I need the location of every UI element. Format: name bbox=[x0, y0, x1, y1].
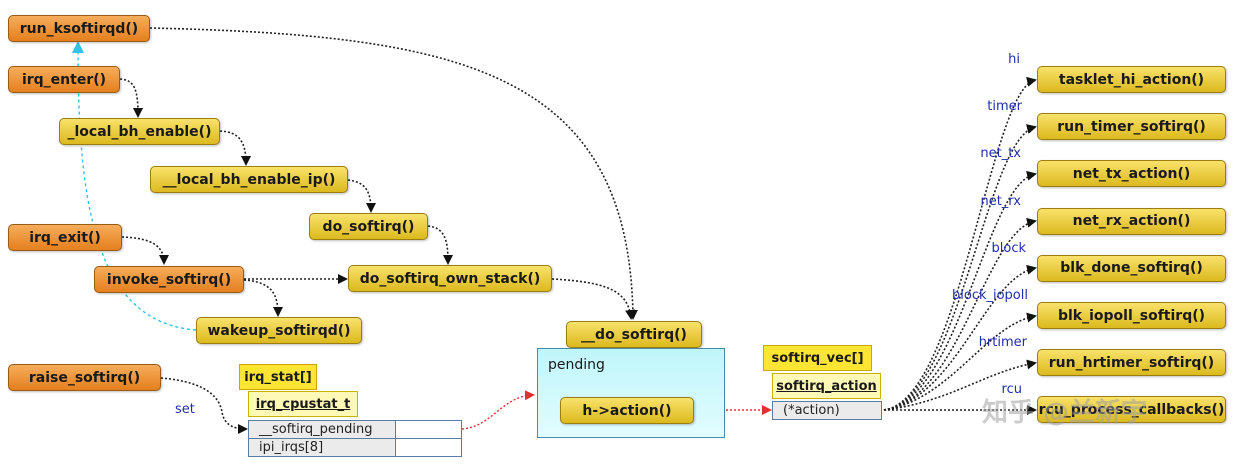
handler-node-block-iopoll: blk_iopoll_softirq() bbox=[1037, 302, 1226, 329]
softirq-vec-tag: softirq_vec[] bbox=[763, 345, 872, 371]
watermark: 知乎 @兰新宇 bbox=[982, 398, 1148, 428]
edge-action-to-net-rx bbox=[883, 217, 1037, 411]
node-local-bh-enable-ip: __local_bh_enable_ip() bbox=[150, 166, 348, 193]
pending-container: pending bbox=[537, 348, 725, 438]
handler-node-net-tx: net_tx_action() bbox=[1037, 160, 1226, 188]
node-h-action: h->action() bbox=[560, 397, 694, 424]
edge-wakeup-to-run-ksoftirqd bbox=[72, 41, 197, 331]
node-wakeup-softirqd: wakeup_softirqd() bbox=[196, 317, 362, 344]
handler-node-hi: tasklet_hi_action() bbox=[1037, 66, 1226, 93]
edge-pending-to-do-softirq bbox=[461, 390, 535, 430]
edge-raise-to-pending bbox=[160, 377, 248, 434]
edge-action-to-timer bbox=[883, 124, 1037, 411]
pending-title: pending bbox=[548, 357, 605, 373]
node-raise-softirq: raise_softirq() bbox=[8, 364, 161, 391]
edge-invoke-to-wakeup bbox=[243, 279, 283, 317]
node-local-bh-enable: _local_bh_enable() bbox=[59, 118, 220, 145]
edge-do-softirq-to-own-stack bbox=[427, 225, 453, 265]
softirq-pending-field: __softirq_pending bbox=[248, 420, 396, 439]
handler-label-rcu: rcu bbox=[1001, 382, 1022, 398]
ipi-irqs-field: ipi_irqs[8] bbox=[248, 438, 396, 457]
handler-node-block: blk_done_softirq() bbox=[1037, 254, 1226, 282]
edge-action-to-hi bbox=[883, 76, 1037, 411]
softirq-action-struct: softirq_action bbox=[772, 373, 881, 399]
node-do-softirq-core: __do_softirq() bbox=[566, 321, 702, 348]
edge-local-bh-enable-to-ip bbox=[219, 130, 251, 166]
node-run-ksoftirqd: run_ksoftirqd() bbox=[8, 15, 150, 42]
edge-run-ksoftirqd-to-do-softirq bbox=[149, 27, 638, 320]
handler-label-net-tx: net_tx bbox=[980, 146, 1021, 162]
handler-label-timer: timer bbox=[987, 99, 1022, 115]
edge-action-to-net-tx bbox=[883, 170, 1037, 411]
handler-node-rcu: rcu_process_callbacks() bbox=[1037, 396, 1226, 424]
edge-action-to-block bbox=[883, 264, 1037, 411]
ipi-irqs-value bbox=[395, 438, 462, 457]
handler-node-net-rx: net_rx_action() bbox=[1037, 207, 1226, 235]
irq-cpustat-struct: irq_cpustat_t bbox=[248, 391, 358, 417]
edge-action-to-block-iopoll bbox=[883, 312, 1037, 411]
edge-ip-to-do-softirq bbox=[347, 179, 376, 213]
action-field: (*action) bbox=[772, 401, 882, 420]
node-invoke-softirq: invoke_softirq() bbox=[94, 266, 244, 293]
edge-irq-enter-to-local-bh-enable bbox=[119, 78, 143, 118]
node-do-softirq: do_softirq() bbox=[309, 213, 428, 240]
handler-label-net-rx: net_rx bbox=[980, 193, 1021, 209]
node-do-softirq-own-stack: do_softirq_own_stack() bbox=[348, 265, 552, 292]
irq-stat-tag: irq_stat[] bbox=[239, 364, 317, 390]
node-irq-enter: irq_enter() bbox=[8, 66, 120, 93]
handler-label-block: block bbox=[991, 240, 1027, 256]
handler-node-hrtimer: run_hrtimer_softirq() bbox=[1037, 349, 1226, 377]
handler-label-hrtimer: hrtimer bbox=[978, 335, 1027, 351]
edge-label-set: set bbox=[175, 402, 195, 417]
handler-label-block-iopoll: block_iopoll bbox=[952, 288, 1028, 303]
edge-action-to-hrtimer bbox=[883, 359, 1037, 411]
edge-own-stack-to-do-softirq bbox=[551, 278, 636, 320]
edge-irq-exit-to-invoke bbox=[121, 236, 169, 265]
node-irq-exit: irq_exit() bbox=[8, 224, 122, 251]
handler-node-timer: run_timer_softirq() bbox=[1037, 113, 1226, 141]
handler-label-hi: hi bbox=[1008, 52, 1020, 67]
softirq-pending-value bbox=[395, 420, 462, 439]
